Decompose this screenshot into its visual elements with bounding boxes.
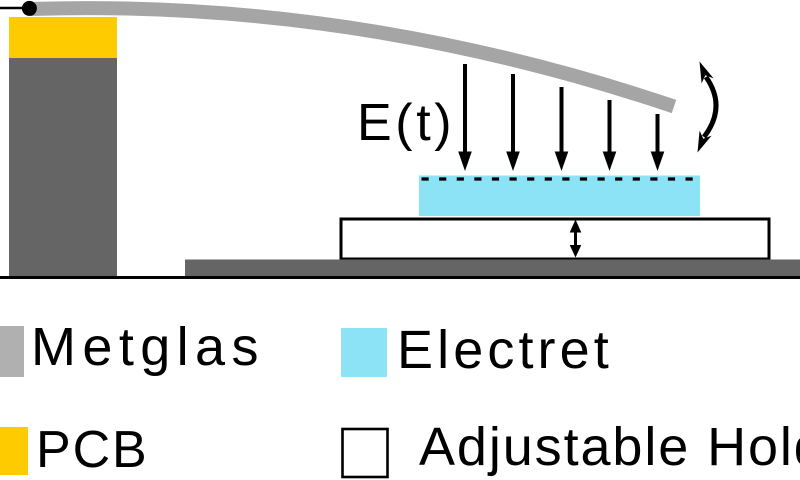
- svg-text:Metglas: Metglas: [31, 317, 265, 377]
- svg-text:Electret: Electret: [397, 320, 613, 380]
- svg-text:Adjustable Holder: Adjustable Holder: [419, 417, 800, 477]
- svg-text:E(t): E(t): [357, 94, 455, 152]
- svg-text:PCB: PCB: [36, 421, 149, 479]
